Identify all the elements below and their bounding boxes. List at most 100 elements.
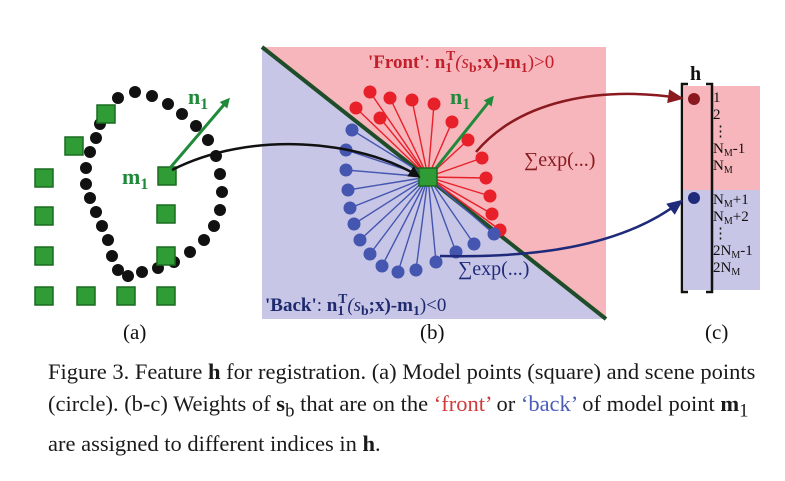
h-index-label: ⋮	[713, 226, 728, 242]
front-ray	[427, 176, 501, 231]
scene-point	[198, 234, 210, 246]
connector-arrow-ab	[171, 142, 421, 178]
model-point	[34, 168, 54, 188]
back-ray	[415, 176, 429, 271]
back-scene-point	[487, 227, 501, 241]
h-back-block	[684, 190, 760, 290]
model-point	[96, 104, 116, 124]
back-scene-point	[409, 263, 423, 277]
normal-arrow-a	[168, 97, 230, 169]
scene-point	[129, 86, 141, 98]
front-condition: 'Front': n1T(sb;x)-m1)>0	[368, 48, 554, 75]
sum-back-label: ∑exp(...)	[458, 258, 529, 280]
front-scene-point	[485, 207, 499, 221]
panel-b: n1 'Front': n1T(sb;x)-m1)>0 'Back': n1T(…	[260, 45, 608, 344]
back-ray	[353, 176, 429, 225]
back-scene-point	[341, 183, 355, 197]
back-arrow-bc	[439, 199, 684, 258]
back-scene-point	[343, 201, 357, 215]
front-ray	[389, 97, 429, 178]
model-point	[156, 204, 176, 224]
front-scene-point	[461, 133, 475, 147]
back-scene-point	[339, 163, 353, 177]
scene-point	[202, 134, 214, 146]
scene-point	[84, 192, 96, 204]
normal-arrow-b	[426, 95, 494, 179]
back-ray	[381, 176, 429, 267]
scene-point	[208, 220, 220, 232]
scene-point	[176, 108, 188, 120]
back-scene-point	[375, 259, 389, 273]
model-point	[34, 246, 54, 266]
h-index-label: NM+2	[713, 209, 749, 227]
front-arrow-bc	[475, 89, 684, 153]
front-ray	[427, 103, 435, 178]
model-point	[116, 286, 136, 306]
scene-point	[90, 206, 102, 218]
front-scene-point	[479, 171, 493, 185]
panel-a-label: (a)	[123, 320, 146, 344]
front-ray	[427, 176, 493, 215]
back-scene-point	[467, 237, 481, 251]
front-indices: 12⋮NM-1NM	[713, 90, 745, 176]
front-scene-point	[405, 93, 419, 107]
scene-point	[106, 250, 118, 262]
h-index-label: NM+1	[713, 192, 749, 210]
normal-label-a: n1	[188, 84, 208, 113]
h-bracket-left	[680, 82, 688, 294]
h-index-label: ⋮	[713, 124, 728, 140]
front-scene-points	[349, 85, 507, 237]
scene-point	[190, 120, 202, 132]
front-scene-point	[483, 189, 497, 203]
back-scene-point	[363, 247, 377, 261]
front-scene-point	[427, 97, 441, 111]
scene-point	[80, 178, 92, 190]
scene-point	[162, 98, 174, 110]
model-point	[156, 246, 176, 266]
front-ray	[369, 91, 429, 178]
h-index-label: 2NM-1	[713, 243, 753, 261]
back-ray	[427, 176, 475, 245]
scene-point	[96, 220, 108, 232]
back-scene-point	[345, 123, 359, 137]
back-ray	[347, 176, 429, 191]
normal-label-b: n1	[450, 84, 470, 113]
front-ray	[411, 99, 429, 178]
back-scene-point	[347, 217, 361, 231]
back-scene-points	[339, 123, 501, 279]
back-condition: 'Back': n1T(sb;x)-m1)<0	[265, 291, 446, 318]
panel-c-label: (c)	[705, 320, 728, 344]
scene-point	[146, 90, 158, 102]
scene-point	[90, 132, 102, 144]
scene-point	[214, 168, 226, 180]
scene-point	[84, 146, 96, 158]
back-ray	[349, 176, 429, 209]
scene-point	[112, 264, 124, 276]
model-point	[157, 166, 177, 186]
front-ray	[355, 107, 429, 178]
panel-a: n1 m1 (a)	[34, 84, 230, 344]
h-index-label: NM-1	[713, 141, 745, 159]
front-ray	[427, 176, 491, 197]
h-index-label: NM	[713, 158, 733, 176]
vector-label-h: h	[690, 63, 701, 85]
scene-point	[184, 246, 196, 258]
model-point	[156, 286, 176, 306]
scene-point	[214, 204, 226, 216]
scene-point	[216, 186, 228, 198]
model-points	[34, 104, 177, 306]
back-ray	[427, 176, 457, 253]
back-scene-point	[391, 265, 405, 279]
front-scene-point	[383, 91, 397, 105]
front-scene-point	[349, 101, 363, 115]
sum-front-label: ∑exp(...)	[524, 149, 595, 171]
h-index-label: 2	[713, 107, 721, 123]
back-ray	[359, 176, 429, 241]
front-scene-point	[475, 151, 489, 165]
h-front-dot	[688, 93, 700, 105]
scene-point	[112, 92, 124, 104]
scene-point	[136, 266, 148, 278]
